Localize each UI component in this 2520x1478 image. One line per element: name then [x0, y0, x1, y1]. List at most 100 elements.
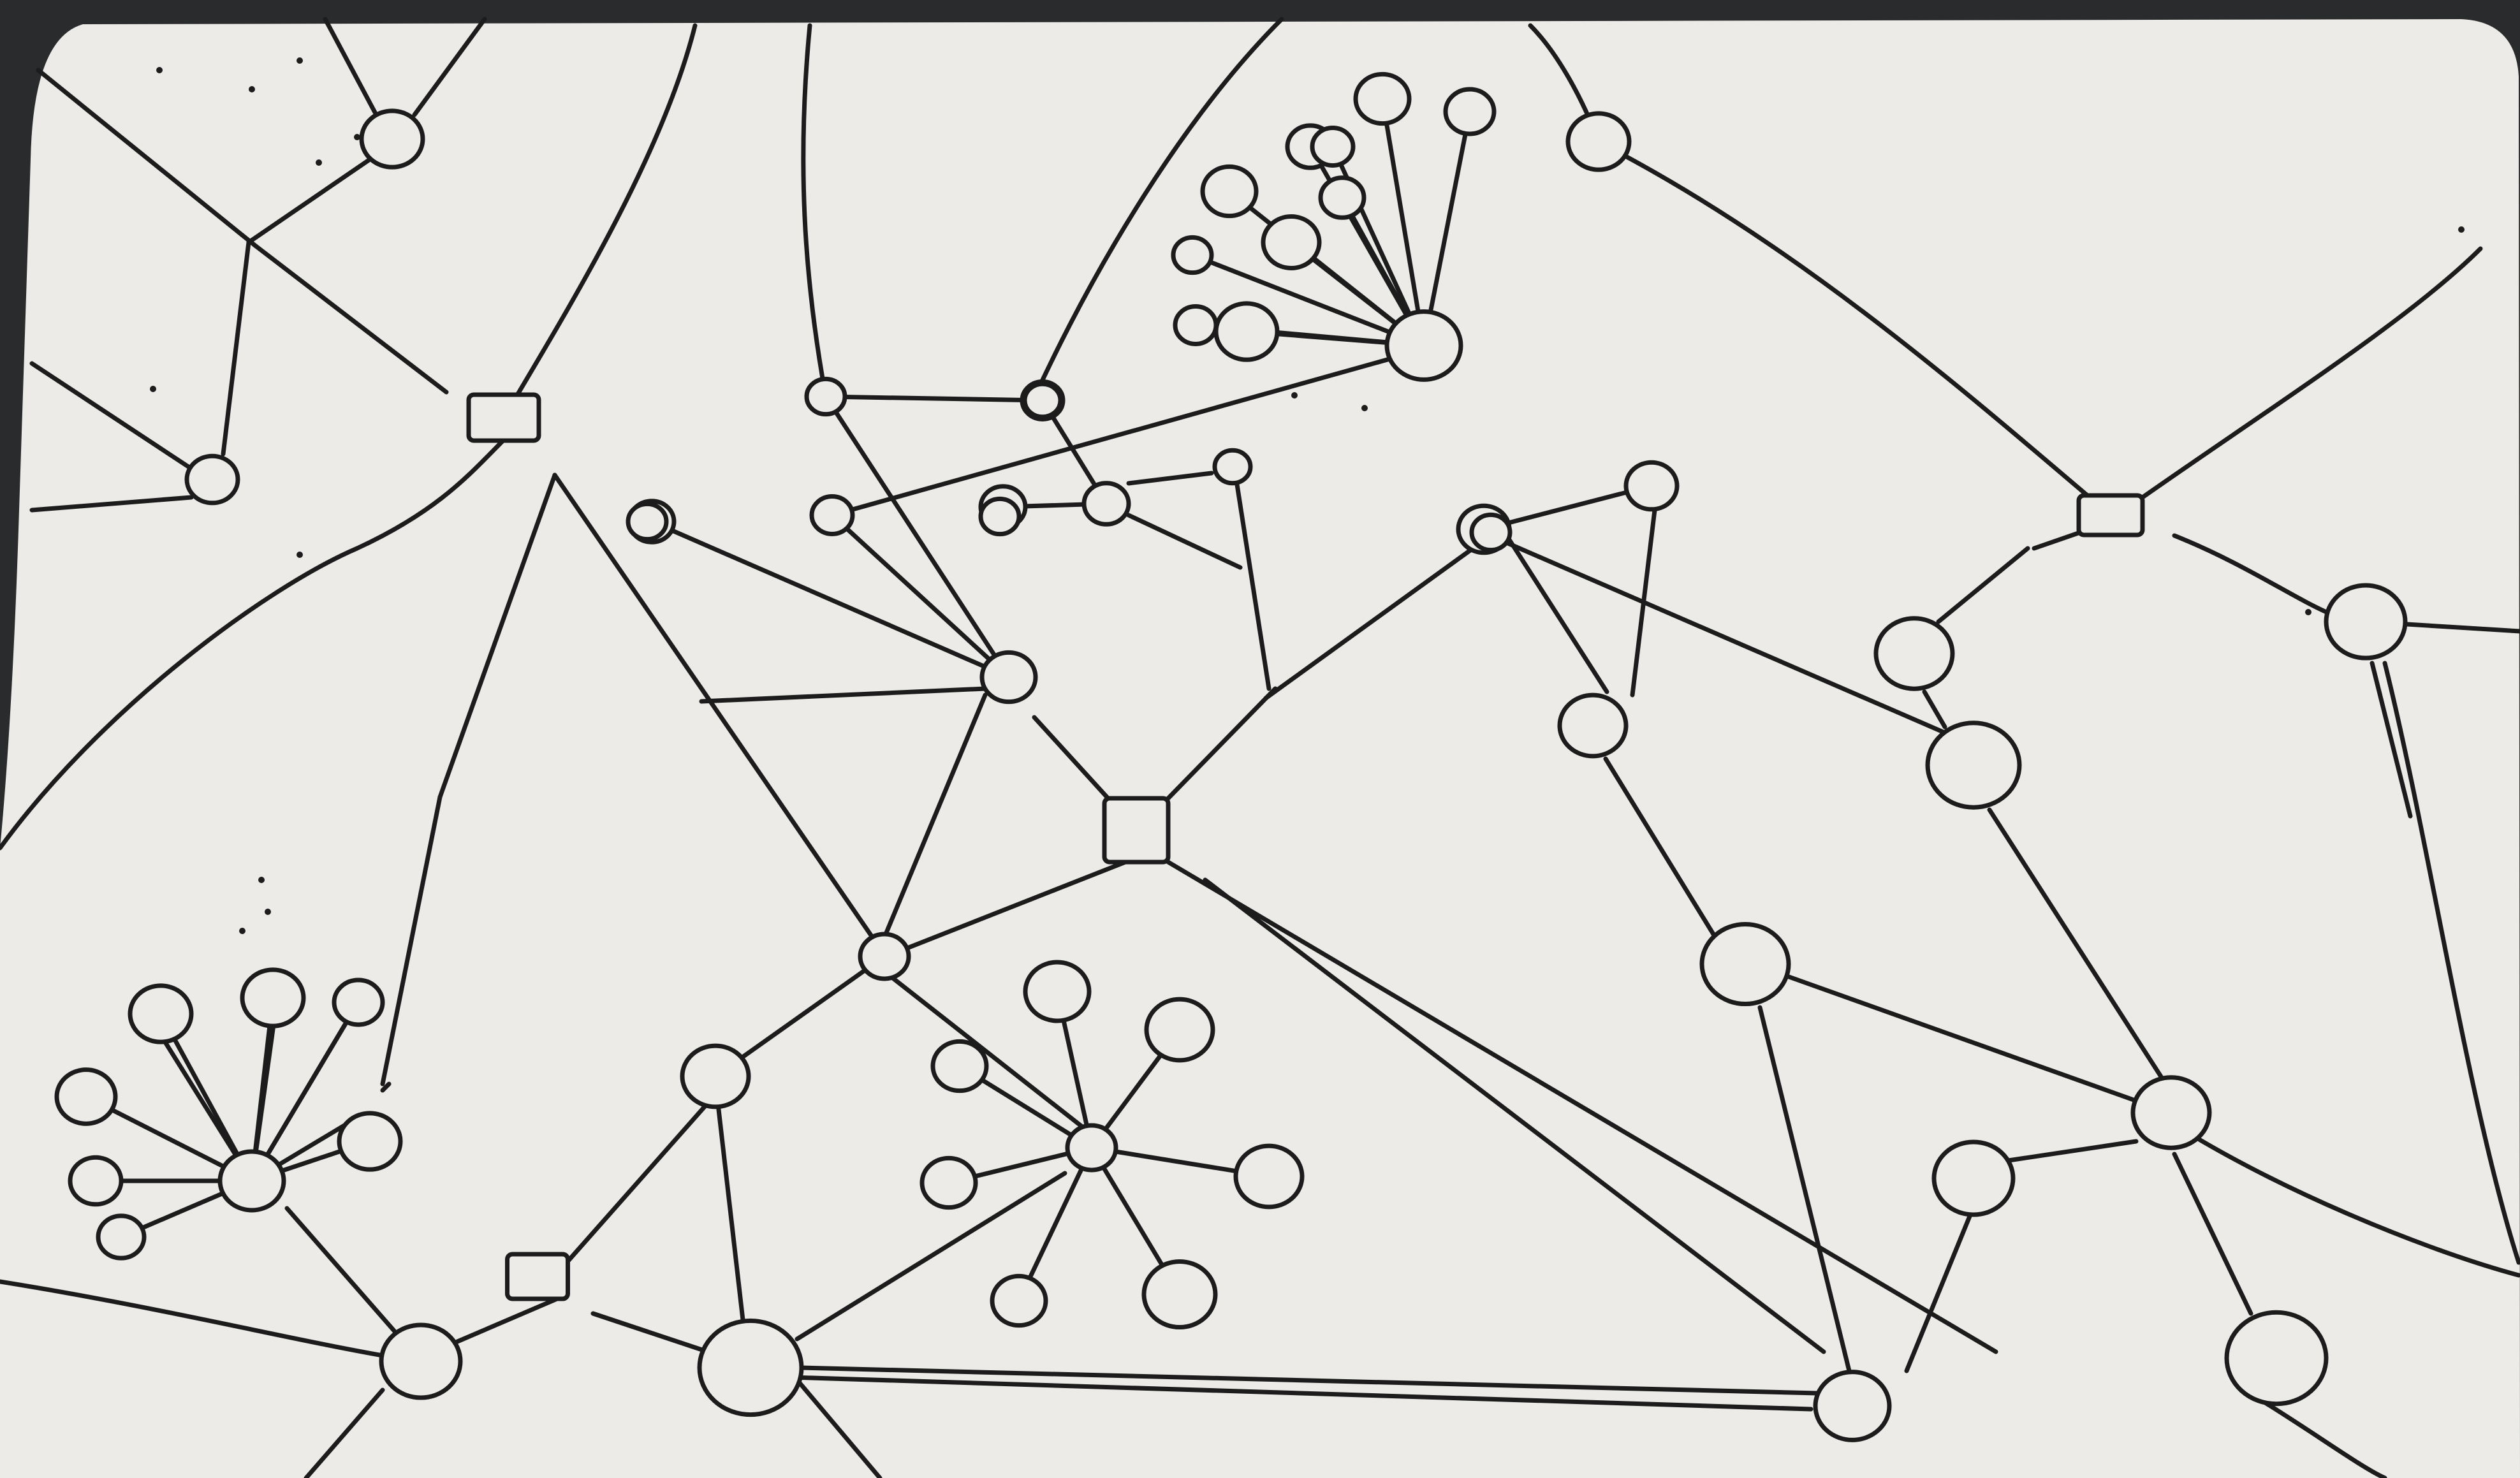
- edge-line: [1904, 1212, 1973, 1373]
- hub-node: [1469, 512, 1513, 553]
- ink-speck: [297, 57, 303, 64]
- circle-node: [979, 650, 1038, 705]
- circle-node: [680, 1043, 751, 1109]
- leaf-node: [68, 1155, 124, 1207]
- circle-node: [1931, 1139, 2016, 1217]
- leaf-node: [1233, 1143, 1305, 1210]
- circle-node: [1081, 481, 1131, 527]
- edge-line: [1126, 471, 1214, 486]
- ink-speck: [354, 134, 360, 140]
- edge-line: [713, 954, 887, 1079]
- leaf-node: [1213, 301, 1280, 362]
- edge-line: [699, 686, 988, 704]
- edge-line: [900, 858, 1131, 953]
- edge-line: [830, 355, 1399, 518]
- circle-node: [1623, 460, 1680, 512]
- circle-node: [2130, 1075, 2212, 1150]
- leaf-node: [337, 1111, 403, 1172]
- leaf-node: [990, 1273, 1048, 1328]
- ink-speck: [258, 877, 265, 883]
- edge-curve: [2169, 1120, 2520, 1278]
- edge-line: [2172, 1152, 2253, 1316]
- edge-line: [887, 973, 1099, 1141]
- edge-line: [798, 1365, 1820, 1396]
- edge-curve: [2382, 661, 2520, 1265]
- edge-line: [1263, 546, 1476, 701]
- edge-line: [2370, 661, 2413, 819]
- hub-node: [1065, 1123, 1118, 1173]
- leaf-node: [128, 983, 194, 1044]
- edge-curve: [2140, 246, 2483, 500]
- ink-speck: [1361, 405, 1368, 411]
- edge-line: [380, 794, 443, 1087]
- hub-node: [379, 1322, 463, 1400]
- edge-line: [323, 17, 379, 117]
- hub-node: [1384, 309, 1463, 382]
- circle-node: [359, 108, 425, 170]
- edge-line: [823, 394, 1011, 680]
- circle-node: [1925, 721, 2022, 810]
- edge-line: [1987, 807, 2164, 1080]
- edge-line: [798, 1381, 883, 1478]
- circle-node: [1022, 381, 1063, 420]
- edge-line: [1603, 756, 1718, 940]
- leaf-node: [1023, 960, 1092, 1023]
- square-node: [505, 1252, 570, 1301]
- circle-node: [2224, 1310, 2329, 1407]
- ink-speck: [316, 159, 322, 166]
- leaf-node: [1141, 1259, 1218, 1330]
- edge-line: [29, 495, 194, 513]
- edge-line: [2006, 1139, 2139, 1163]
- edge-line: [823, 394, 1045, 403]
- circle-node: [1212, 448, 1253, 486]
- edge-line: [253, 243, 449, 395]
- circle-node: [626, 501, 669, 542]
- square-node: [2076, 493, 2145, 538]
- circle-node: [858, 932, 911, 981]
- leaf-node: [1443, 87, 1497, 136]
- edge-line: [1234, 482, 1271, 691]
- edge-line: [1016, 1145, 1094, 1303]
- circle-node: [804, 376, 847, 417]
- edge-curve: [801, 23, 828, 399]
- circle-node: [1557, 692, 1629, 759]
- edge-line: [559, 1101, 710, 1271]
- edge-curve: [0, 1279, 393, 1359]
- edge-line: [246, 157, 372, 245]
- circle-node: [978, 496, 1022, 537]
- leaf-node: [1171, 235, 1214, 275]
- edge-line: [1380, 96, 1426, 348]
- edge-line: [1630, 508, 1657, 698]
- edge-line: [788, 1375, 1813, 1412]
- leaf-node: [1144, 997, 1215, 1063]
- edge-line: [795, 1171, 1067, 1342]
- edge-line: [437, 472, 557, 800]
- circle-node: [1565, 111, 1632, 172]
- ink-speck: [2458, 226, 2465, 233]
- square-node: [466, 392, 541, 443]
- edge-line: [552, 472, 879, 946]
- edge-line: [284, 1206, 401, 1338]
- edge-line: [1502, 539, 1963, 742]
- leaf-node: [1353, 71, 1412, 126]
- ink-speck: [297, 552, 303, 558]
- edge-line: [1783, 973, 2145, 1106]
- edge-curve: [501, 23, 698, 420]
- edge-line: [1936, 546, 2030, 624]
- ink-speck: [1291, 392, 1298, 399]
- circle-node: [1873, 616, 1955, 691]
- edge-line: [1166, 686, 1278, 801]
- ink-speck: [265, 909, 271, 915]
- ink-speck: [249, 86, 255, 92]
- leaf-node: [1310, 126, 1356, 168]
- edge-line: [1190, 252, 1426, 348]
- leaf-node: [240, 967, 306, 1028]
- edge-line: [1922, 689, 1947, 729]
- edge-line: [380, 1081, 392, 1093]
- edge-line: [1166, 860, 1998, 1354]
- leaf-node: [1261, 214, 1322, 270]
- leaf-node: [1200, 164, 1259, 219]
- circle-node: [2324, 583, 2408, 661]
- square-node: [1102, 796, 1171, 865]
- leaf-node: [930, 1039, 989, 1094]
